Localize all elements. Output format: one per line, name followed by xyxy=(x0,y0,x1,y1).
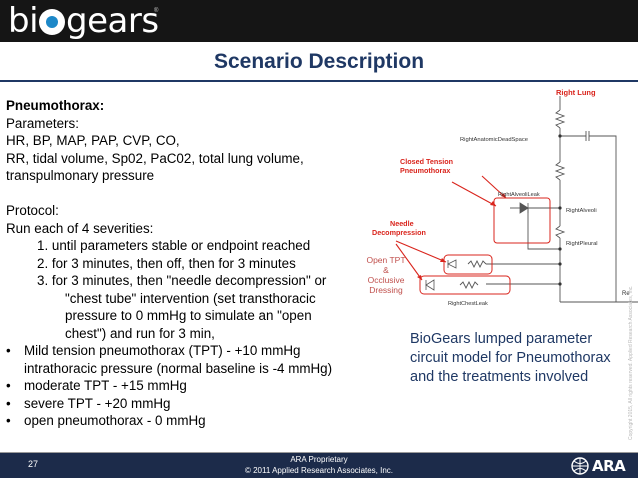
pleural-label: RightPleural xyxy=(566,241,598,247)
page-number: 27 xyxy=(28,459,39,469)
slide-title: Scenario Description xyxy=(213,50,425,73)
footer-notice: ARA Proprietary © 2011 Applied Research … xyxy=(0,454,638,476)
ara-globe-icon xyxy=(571,457,589,475)
footer-bar: 27 ARA Proprietary © 2011 Applied Resear… xyxy=(0,453,638,478)
bullet-item: •severe TPT - +20 mmHg xyxy=(6,395,171,411)
parameters-label: Parameters: xyxy=(6,115,79,131)
protocol-step-1: 1. until parameters stable or endpoint r… xyxy=(37,238,311,253)
pneumothorax-heading: Pneumothorax: xyxy=(6,98,105,113)
protocol-step-3-cont-1: "chest tube" intervention (set transthor… xyxy=(65,290,316,306)
parameters-line-1: HR, BP, MAP, PAP, CVP, CO, xyxy=(6,133,180,148)
protocol-label: Protocol: xyxy=(6,203,59,218)
protocol-step-2: 2. for 3 minutes, then off, then for 3 m… xyxy=(37,255,296,271)
bullet-icon: • xyxy=(6,378,11,393)
needle-label-2: Decompression xyxy=(372,228,426,237)
bullet-item: •Mild tension pneumothorax (TPT) - +10 m… xyxy=(6,343,301,358)
bullet-item: •open pneumothorax - 0 mmHg xyxy=(6,413,206,428)
lumped-circuit-diagram: Right Lung RightAnatomicDeadSpace Closed… xyxy=(372,88,638,307)
right-lung-label: Right Lung xyxy=(556,88,596,97)
vertical-copyright: Copyright 2015, All rights reserved. App… xyxy=(628,285,634,440)
bullet-item-cont: intrathoracic pressure (normal baseline … xyxy=(24,360,333,376)
logo-trademark: ® xyxy=(154,8,159,14)
parameters-line-3: transpulmonary pressure xyxy=(6,168,155,183)
protocol-step-3-cont-2: pressure to 0 mmHg to simulate an "open xyxy=(65,308,312,323)
bullet-icon: • xyxy=(6,395,11,411)
run-severities: Run each of 4 severities: xyxy=(6,220,154,236)
footer-divider xyxy=(0,452,638,453)
parameters-line-2: RR, tidal volume, Sp02, PaC02, total lun… xyxy=(6,150,304,166)
bullet-icon: • xyxy=(6,343,11,358)
closed-tension-label-1: Closed Tension xyxy=(400,157,453,166)
logo-suffix: gears xyxy=(66,1,159,41)
bullet-icon: • xyxy=(6,413,11,428)
ara-logo: ARA xyxy=(571,456,626,476)
circuit-caption: BioGears lumped parameter circuit model … xyxy=(410,331,611,385)
alveoli-leak-label: RightAlveoliLeak xyxy=(498,192,540,198)
logo-prefix: bi xyxy=(8,1,39,41)
protocol-step-3-cont-3: chest") and run for 3 min, xyxy=(65,325,215,341)
spacer xyxy=(6,185,386,203)
re-label: Re xyxy=(622,291,630,297)
open-tpt-label: Open TPT & Occlusive Dressing xyxy=(366,255,406,295)
closed-tension-label-2: Pneumothorax xyxy=(400,166,450,175)
logo-o-icon xyxy=(39,9,66,35)
dead-space-label: RightAnatomicDeadSpace xyxy=(460,137,528,143)
copyright-label: © 2011 Applied Research Associates, Inc. xyxy=(244,466,394,475)
protocol-step-3: 3. for 3 minutes, then "needle decompres… xyxy=(37,273,327,288)
proprietary-label: ARA Proprietary xyxy=(290,455,348,464)
title-divider xyxy=(0,80,638,82)
scenario-text: Pneumothorax: Parameters: HR, BP, MAP, P… xyxy=(6,97,386,430)
ara-logo-text: ARA xyxy=(592,457,626,475)
needle-label-1: Needle xyxy=(390,219,414,228)
chest-leak-label: RightChestLeak xyxy=(448,301,488,307)
alveoli-label: RightAlveoli xyxy=(566,208,597,214)
bullet-item: •moderate TPT - +15 mmHg xyxy=(6,378,187,393)
